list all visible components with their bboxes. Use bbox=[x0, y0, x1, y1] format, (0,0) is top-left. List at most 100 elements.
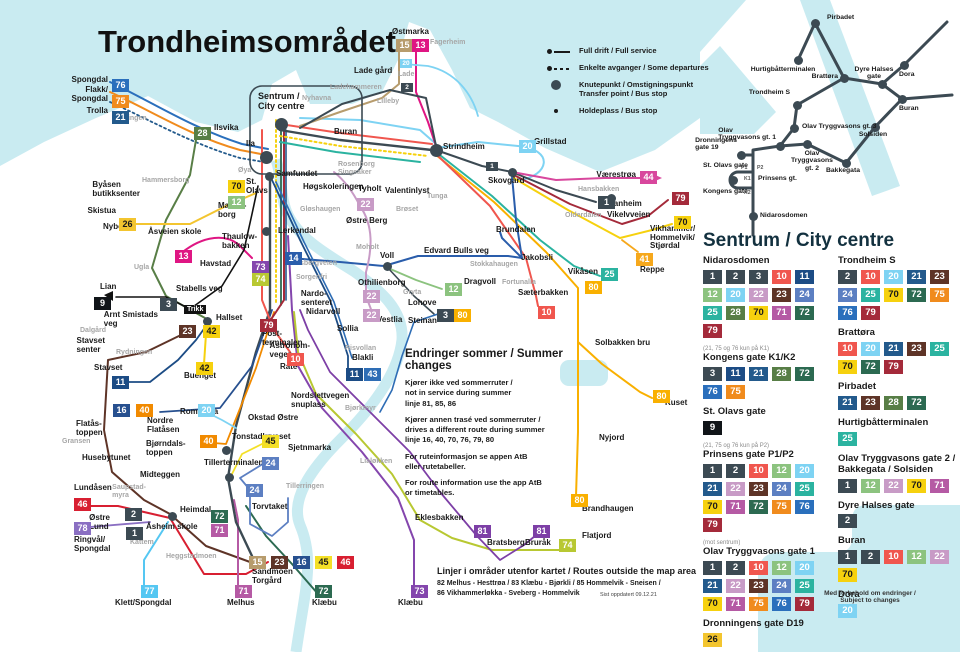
route-badge-79: 79 bbox=[795, 596, 814, 611]
outside-lines: 82 Melhus - Hesttrøa / 83 Klæbu - Bjørkl… bbox=[437, 580, 661, 597]
route-badge-1: 1 bbox=[703, 269, 722, 284]
route-badge-20: 20 bbox=[400, 59, 412, 68]
stop-label: Østre Lund bbox=[89, 513, 110, 531]
route-badge-10: 10 bbox=[287, 353, 304, 366]
route-badge-20: 20 bbox=[861, 341, 880, 356]
smalldot-symbol-icon bbox=[545, 106, 579, 116]
legend-label: Enkelte avganger / Some departures bbox=[579, 63, 709, 72]
stop-label: Samfundet bbox=[276, 169, 318, 178]
legend-item: Full drift / Full service bbox=[545, 46, 709, 56]
route-badge-10: 10 bbox=[749, 560, 768, 575]
stop-label: Nyborg bbox=[103, 222, 131, 231]
route-badge-13: 13 bbox=[175, 250, 192, 263]
stop-label: Flatjord bbox=[582, 531, 612, 540]
stop-group-name: St. Olavs gate bbox=[703, 405, 766, 417]
route-badge-71: 71 bbox=[772, 305, 791, 320]
stop-label: Nyjord bbox=[599, 433, 625, 442]
route-badge-40: 40 bbox=[136, 404, 153, 417]
route-badge-1: 1 bbox=[838, 550, 857, 565]
legend-label: Knutepunkt / Omstigningspunkt Transfer p… bbox=[579, 80, 694, 99]
route-badge-11: 11 bbox=[795, 269, 814, 284]
area-label: Fortunalia bbox=[502, 279, 536, 286]
bigdot-symbol-icon bbox=[545, 80, 579, 90]
stop-group-routes: 25 bbox=[838, 431, 958, 446]
stop-label: Buenget bbox=[184, 371, 216, 380]
route-badge-1: 1 bbox=[126, 527, 143, 540]
route-badge-12: 12 bbox=[703, 287, 722, 302]
route-badge-72: 72 bbox=[795, 305, 814, 320]
route-badge-21: 21 bbox=[703, 578, 722, 593]
stop-label: Midteggen bbox=[140, 470, 180, 479]
route-badge-70: 70 bbox=[703, 596, 722, 611]
route-badge-22: 22 bbox=[363, 290, 380, 303]
stop-label: Brandhaugen bbox=[582, 504, 634, 513]
route-badge-10: 10 bbox=[749, 463, 768, 478]
summer-p3: For ruteinformasjon se appen AtB eller r… bbox=[405, 451, 528, 471]
route-badge-11: 11 bbox=[346, 368, 363, 381]
route-badge-23: 23 bbox=[907, 341, 926, 356]
route-badge-22: 22 bbox=[357, 198, 374, 211]
stop-label: Heimdal bbox=[180, 505, 212, 514]
route-badge-71: 71 bbox=[211, 524, 228, 537]
summer-changes-note: Endringer sommer / Summer changes Kjører… bbox=[405, 348, 610, 505]
route-badge-72: 72 bbox=[861, 359, 880, 374]
inset-stop-dot bbox=[899, 60, 909, 70]
stop-group-note: (21, 75 og 76 kun på K1) bbox=[703, 345, 770, 352]
inset-stop-label: Brattøra bbox=[811, 73, 838, 80]
legend-item: Enkelte avganger / Some departures bbox=[545, 63, 709, 73]
route-badge-28: 28 bbox=[884, 395, 903, 410]
route-badge-1: 1 bbox=[703, 463, 722, 478]
stop-label: Flatås- toppen bbox=[76, 419, 103, 437]
stop-group-routes: 9 bbox=[703, 420, 833, 435]
route-badge-23: 23 bbox=[772, 287, 791, 302]
stop-label: Reppe bbox=[640, 265, 665, 274]
transfer-point-dot bbox=[202, 316, 212, 326]
route-badge-2: 2 bbox=[838, 514, 857, 529]
route-badge-22: 22 bbox=[363, 309, 380, 322]
stop-label: Lian bbox=[100, 282, 117, 291]
inset-stop-label: P2 bbox=[757, 165, 764, 171]
route-badge-3: 3 bbox=[437, 309, 454, 322]
route-badge-11: 11 bbox=[112, 376, 129, 389]
stop-group-name: Buran bbox=[838, 535, 866, 547]
stop-label: Valentinlyst bbox=[385, 186, 430, 195]
inset-stop-dot bbox=[789, 123, 799, 133]
route-badge-71: 71 bbox=[726, 596, 745, 611]
area-label: Olderdalen bbox=[565, 212, 602, 219]
area-label: Saupstad- myra bbox=[112, 484, 146, 499]
transfer-point-dot bbox=[507, 167, 517, 177]
route-badge-15: 15 bbox=[396, 39, 413, 52]
stop-group-name: Pirbadet bbox=[838, 380, 877, 392]
route-badge-70: 70 bbox=[228, 180, 245, 193]
route-badge-79: 79 bbox=[260, 319, 277, 332]
stop-label: Eklesbakken bbox=[415, 513, 464, 522]
route-badge-25: 25 bbox=[601, 268, 618, 281]
route-badge-44: 44 bbox=[640, 171, 657, 184]
inset-stop-dot bbox=[728, 175, 738, 185]
route-badge-73: 73 bbox=[411, 585, 428, 598]
inset-stop-label: Olav Tryggvasons gt. 2 bbox=[791, 150, 833, 172]
route-badge-72: 72 bbox=[315, 585, 332, 598]
stop-label: Skistua bbox=[87, 206, 116, 215]
route-badge-71: 71 bbox=[726, 499, 745, 514]
route-badge-26: 26 bbox=[703, 632, 722, 647]
route-badge-3: 3 bbox=[749, 269, 768, 284]
route-badge-41: 41 bbox=[636, 253, 653, 266]
stop-label: Vestlia bbox=[377, 315, 403, 324]
inset-stop-dot bbox=[792, 100, 802, 110]
transfer-point-dot bbox=[429, 143, 443, 157]
stop-label: Rate bbox=[280, 362, 298, 371]
area-label: Bjørkmyr bbox=[345, 405, 376, 412]
route-badge-25: 25 bbox=[838, 431, 857, 446]
stop-group: (21, 75 og 76 kun på P2)Prinsens gate P1… bbox=[703, 443, 833, 532]
route-badge-10: 10 bbox=[538, 306, 555, 319]
area-label: Heggstadmoen bbox=[166, 553, 217, 560]
route-badge-25: 25 bbox=[861, 287, 880, 302]
route-badge-22: 22 bbox=[930, 550, 949, 565]
area-label: Risvollan bbox=[345, 345, 377, 352]
